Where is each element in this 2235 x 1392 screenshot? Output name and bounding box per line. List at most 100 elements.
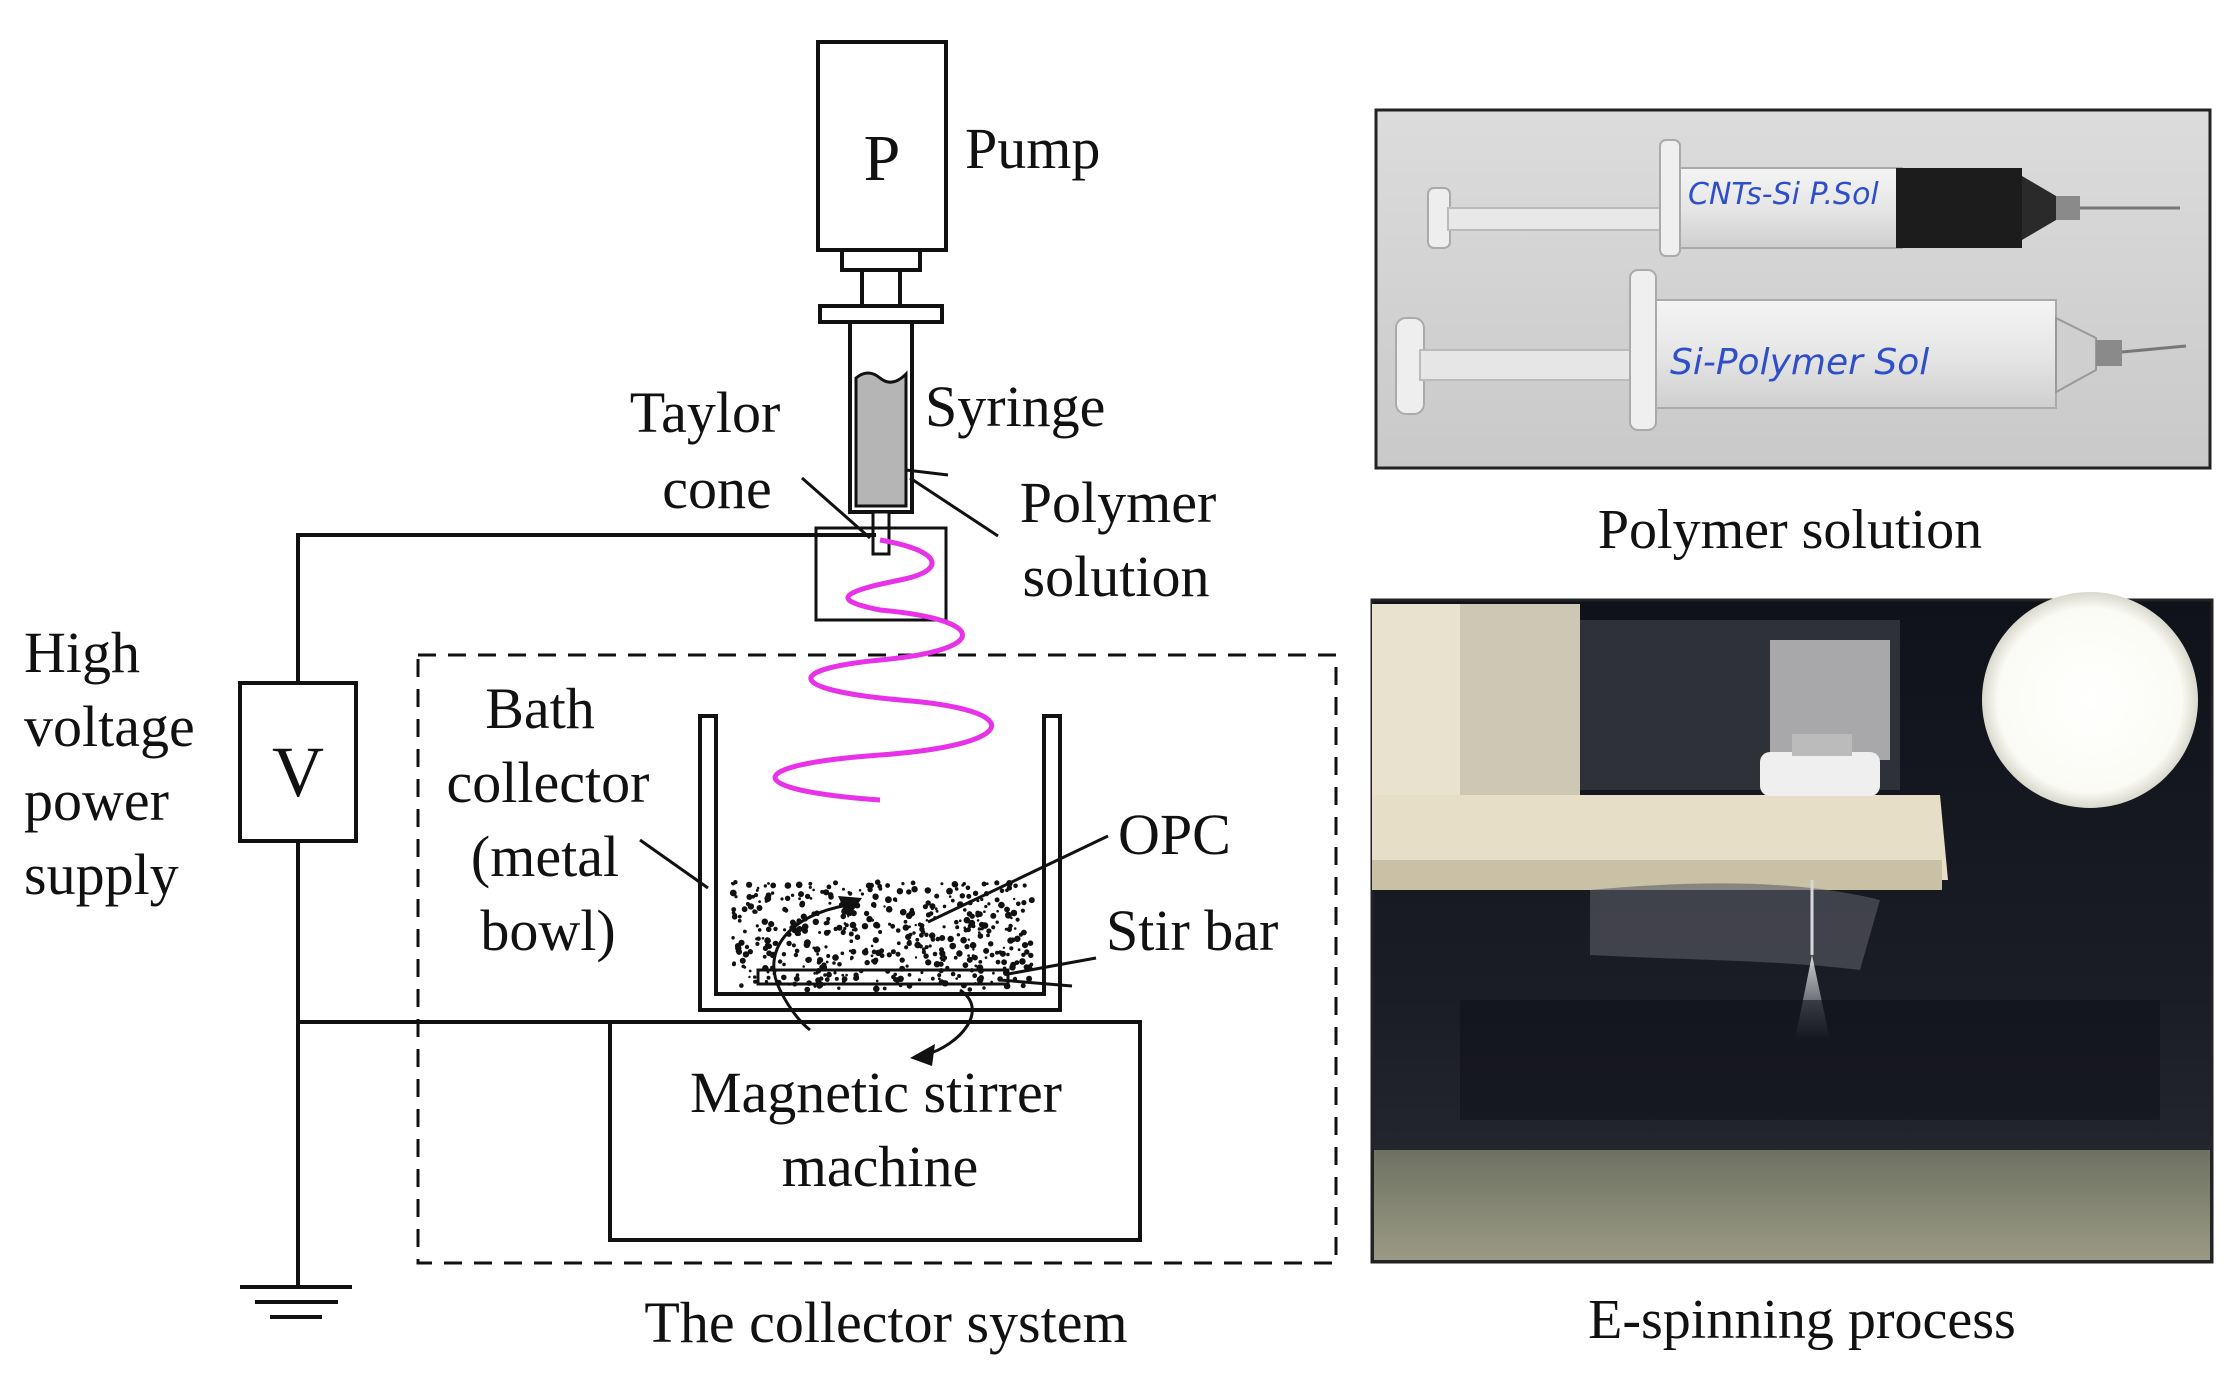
opc-particle: [877, 883, 883, 889]
opc-particle: [982, 986, 986, 990]
opc-particle: [783, 908, 789, 913]
opc-particle: [978, 960, 983, 964]
opc-particle: [920, 971, 924, 975]
opc-particle: [850, 957, 853, 961]
e-spinning-caption: E-spinning process: [1588, 1289, 2016, 1351]
polymer-solution-label-1: Polymer: [1020, 470, 1217, 535]
opc-particle: [923, 953, 929, 959]
opc-particle: [974, 964, 978, 968]
pump-connector: [840, 248, 922, 272]
opc-particle: [972, 954, 978, 961]
opc-particle: [843, 903, 848, 909]
opc-particle: [841, 929, 846, 934]
opc-particle: [983, 910, 986, 913]
opc-particle: [967, 938, 970, 941]
opc-particle: [762, 954, 767, 959]
opc-particle: [796, 977, 800, 982]
opc-particle: [864, 959, 870, 966]
hv-wire-top: [296, 533, 876, 683]
opc-particle: [949, 942, 956, 950]
opc-particle: [1028, 897, 1035, 904]
polymer-solution-fill: [854, 370, 908, 508]
opc-particle: [983, 947, 990, 954]
opc-particle: [888, 922, 892, 926]
opc-particle: [762, 965, 769, 972]
opc-particle: [772, 972, 776, 975]
opc-particle: [907, 973, 912, 977]
opc-particle: [818, 931, 822, 934]
opc-particle: [966, 893, 972, 899]
opc-particle: [914, 956, 918, 959]
opc-particle: [978, 968, 984, 974]
opc-particle: [964, 944, 970, 950]
opc-particle: [933, 916, 937, 919]
opc-particle: [938, 968, 944, 974]
stirrer-label-2: machine: [782, 1134, 978, 1199]
opc-particle: [849, 939, 854, 943]
opc-particle: [938, 961, 944, 967]
opc-particle: [812, 888, 815, 892]
opc-particle: [764, 937, 770, 942]
leader-syringe: [905, 468, 949, 477]
opc-particle: [867, 886, 873, 893]
opc-particle: [915, 937, 920, 942]
opc-particle: [873, 957, 879, 963]
hv-label-1: High: [24, 620, 140, 685]
opc-particle: [826, 884, 832, 890]
opc-particle: [924, 945, 929, 950]
opc-particle: [828, 901, 832, 905]
opc-particle: [994, 880, 1000, 886]
opc-particle: [1029, 962, 1034, 967]
opc-particle: [984, 904, 988, 909]
rotation-arrow-left: [772, 903, 849, 1032]
opc-particle: [942, 904, 947, 909]
opc-particle: [937, 973, 942, 978]
opc-particle: [986, 928, 992, 934]
opc-particle: [804, 893, 811, 900]
opc-particle: [808, 881, 813, 886]
opc-particle: [796, 918, 802, 924]
opc-particle: [841, 973, 845, 977]
opc-particle: [804, 986, 811, 993]
opc-particle: [758, 900, 761, 903]
opc-particle: [828, 894, 834, 900]
opc-particle: [840, 951, 845, 956]
opc-particle: [753, 979, 758, 984]
opc-particle: [992, 971, 995, 975]
opc-particle: [903, 919, 908, 924]
opc-particle: [756, 981, 760, 985]
opc-particle: [795, 973, 800, 977]
opc-particle: [1003, 971, 1009, 976]
opc-particle: [792, 981, 798, 987]
opc-particle: [965, 919, 969, 924]
opc-particle: [1013, 883, 1018, 889]
opc-particle: [965, 885, 971, 891]
opc-particle: [945, 965, 950, 971]
opc-particle: [874, 986, 879, 991]
opc-particle: [935, 936, 941, 942]
hv-label-3: power: [24, 768, 169, 833]
polymer-solution-photo: CNTs-Si P.Sol Si-Polymer Sol: [1374, 108, 2212, 470]
opc-particle: [875, 979, 879, 983]
plunger-rod: [860, 268, 902, 308]
opc-particle: [878, 930, 883, 934]
opc-particle: [1019, 958, 1026, 965]
opc-particle: [766, 970, 770, 974]
opc-particle: [781, 974, 787, 981]
opc-particle: [842, 887, 845, 891]
opc-particle: [904, 945, 909, 950]
opc-particle: [858, 968, 864, 974]
opc-particle: [784, 895, 791, 901]
opc-particle: [817, 957, 824, 964]
opc-particle: [1003, 982, 1011, 990]
opc-particle: [832, 954, 839, 961]
magnetic-stirrer-box: [608, 1020, 1142, 1242]
opc-particle: [826, 971, 832, 978]
opc-particle: [755, 888, 759, 892]
taylor-cone-region: [814, 526, 948, 622]
opc-particle: [890, 923, 896, 929]
opc-particle: [999, 888, 1005, 894]
stir-bar-label: Stir bar: [1106, 898, 1278, 963]
opc-particle: [755, 941, 760, 947]
opc-particle: [939, 935, 946, 941]
